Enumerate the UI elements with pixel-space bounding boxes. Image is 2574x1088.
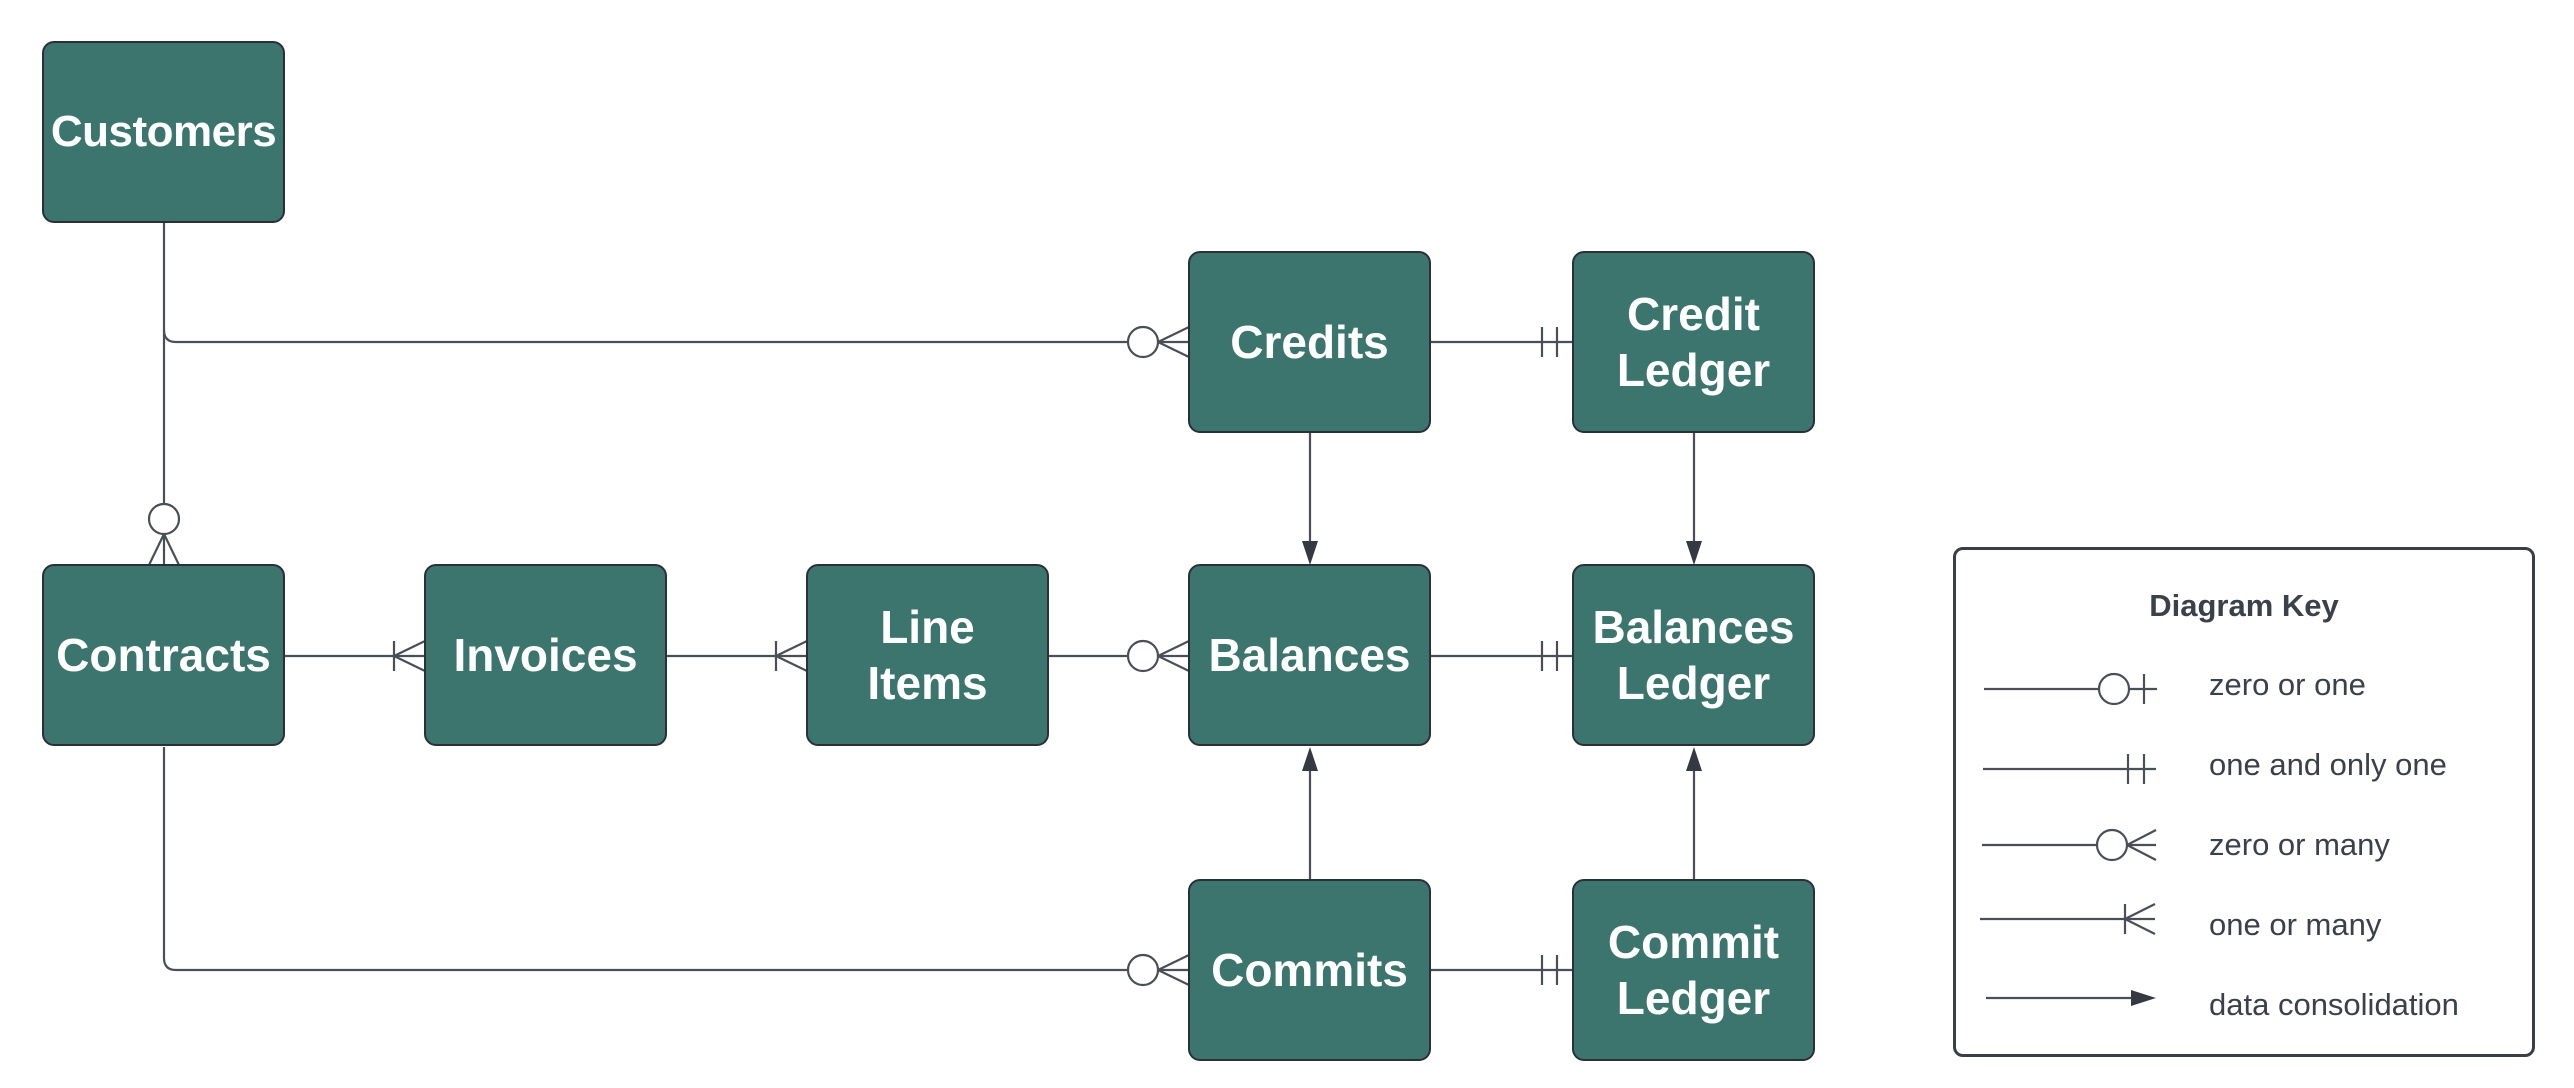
entity-label: Credit Ledger — [1616, 288, 1771, 396]
one-or-many-icon — [1980, 904, 2155, 934]
zero-or-many-icon — [1982, 830, 2156, 860]
entity-balances[interactable]: Balances — [1188, 564, 1431, 746]
key-label-zero-or-many: zero or many — [2209, 827, 2390, 862]
arrow-commit-ledger-balances-ledger — [1686, 747, 1702, 880]
connector-customers-contracts — [149, 222, 179, 565]
entity-label: Balances — [1208, 629, 1411, 681]
connector-contracts-commits — [164, 747, 1189, 985]
connector-customers-credits — [164, 327, 1189, 357]
entity-commits[interactable]: Commits — [1188, 879, 1431, 1061]
diagram-key: Diagram Key — [1953, 547, 2535, 1057]
entity-customers[interactable]: Customers — [42, 41, 285, 223]
entity-label: Customers — [50, 107, 277, 156]
entity-line-items[interactable]: Line Items — [806, 564, 1049, 746]
key-label-one-or-many: one or many — [2209, 907, 2382, 942]
arrow-credits-balances — [1302, 432, 1318, 565]
entity-commit-ledger[interactable]: Commit Ledger — [1572, 879, 1815, 1061]
entity-label: Contracts — [56, 629, 271, 681]
one-and-only-one-icon — [1983, 754, 2156, 784]
entity-label: Commits — [1211, 944, 1408, 996]
entity-credit-ledger[interactable]: Credit Ledger — [1572, 251, 1815, 433]
connector-commits-commit-ledger — [1431, 955, 1573, 985]
entity-label: Invoices — [453, 629, 638, 681]
connector-line-items-balances — [1048, 641, 1189, 671]
key-title: Diagram Key — [2149, 588, 2339, 623]
key-symbols — [1956, 550, 2538, 1006]
zero-or-one-icon — [1984, 674, 2157, 704]
arrow-commits-balances — [1302, 747, 1318, 880]
connector-invoices-line-items — [666, 641, 807, 671]
key-label-zero-or-one: zero or one — [2209, 667, 2366, 702]
key-label-one-and-only-one: one and only one — [2209, 747, 2447, 782]
connector-balances-balances-ledger — [1431, 641, 1573, 671]
key-label-data-consolidation: data consolidation — [2209, 987, 2459, 1022]
entity-label: Credits — [1230, 316, 1389, 368]
connector-credits-credit-ledger — [1431, 327, 1573, 357]
entity-invoices[interactable]: Invoices — [424, 564, 667, 746]
entity-balances-ledger[interactable]: Balances Ledger — [1572, 564, 1815, 746]
entity-credits[interactable]: Credits — [1188, 251, 1431, 433]
connector-contracts-invoices — [285, 641, 425, 671]
entity-label: Commit Ledger — [1607, 916, 1780, 1024]
arrow-credit-ledger-balances-ledger — [1686, 432, 1702, 565]
entity-contracts[interactable]: Contracts — [42, 564, 285, 746]
arrow-icon — [1986, 990, 2156, 1006]
entity-label: Line Items — [867, 601, 988, 709]
entity-label: Balances Ledger — [1592, 601, 1795, 709]
